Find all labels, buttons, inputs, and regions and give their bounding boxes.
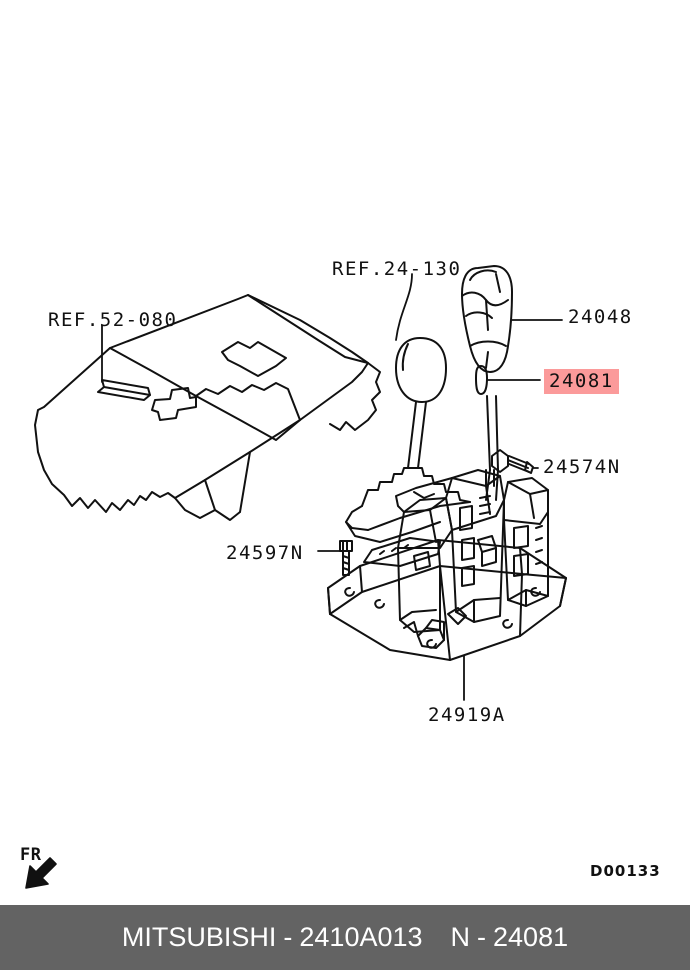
pin-24081 [475,365,488,395]
diagram-sheet: Ruli.ru [20,258,661,889]
footer-group-code: 2410A013 [299,922,423,952]
label-part-24919a: 24919A [428,704,506,726]
footer-bar: MITSUBISHI - 2410A013 N - 24081 [0,905,690,970]
parts-drawing [25,265,567,889]
console-trim-panel [34,294,381,521]
footer-separator-2: - [477,922,487,952]
label-part-24574n: 24574N [543,456,621,478]
label-ref-24-130: REF.24-130 [332,258,462,280]
bolt-24574n [491,449,534,474]
footer-separator-1: - [283,922,293,952]
label-part-24048: 24048 [568,306,633,328]
leader-lines [101,273,563,701]
label-part-24597n: 24597N [226,542,304,564]
label-diagram-code: D00133 [590,862,661,880]
fr-arrow-icon [25,857,57,889]
shifter-assembly-24919a [327,469,567,661]
label-ref-52-080: REF.52-080 [48,309,178,331]
label-part-24081-highlighted: 24081 [544,369,619,394]
bolt-24597n [339,540,353,576]
leader-ref24 [395,273,413,341]
footer-brand: MITSUBISHI [121,922,277,952]
shift-knob-24048 [461,265,513,373]
footer-part-number: 24081 [493,922,569,952]
footer-section: N [450,922,471,952]
shift-lever-with-boot [345,337,471,543]
label-fr: FR [20,845,42,865]
